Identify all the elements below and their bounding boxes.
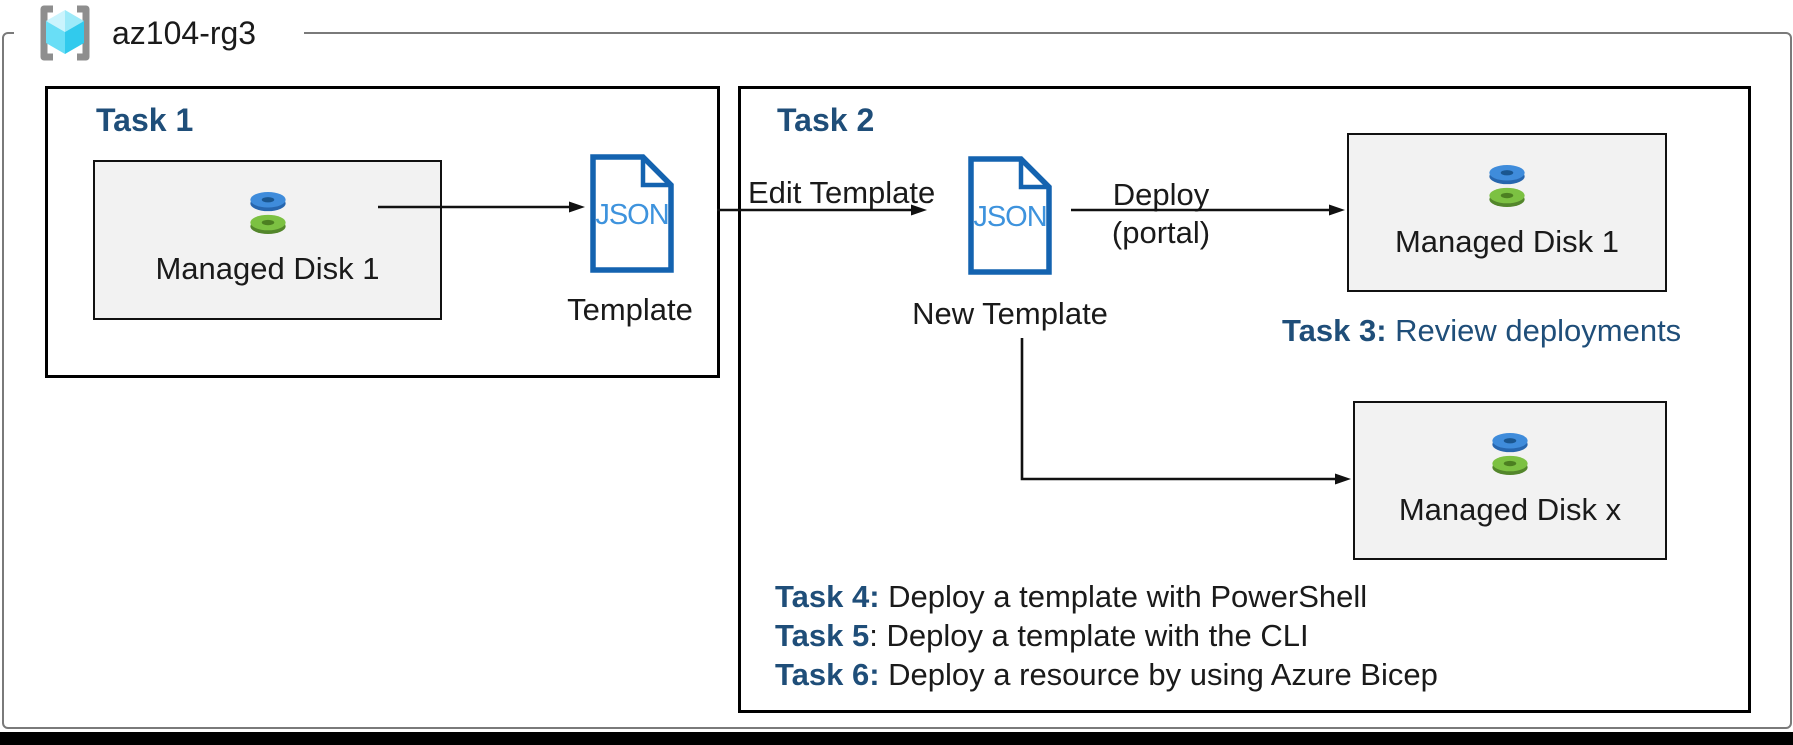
task4-text: Deploy a template with PowerShell <box>879 579 1368 614</box>
managed-disk-icon <box>1492 433 1528 475</box>
resource-group-boundary <box>2 32 1792 729</box>
json-file-label: JSON <box>973 201 1047 233</box>
task3-text: Review deployments <box>1386 313 1682 348</box>
managed-disk-icon <box>249 192 286 234</box>
task4-prefix: Task 4: <box>775 579 880 614</box>
deployed-managed-disk-1-box: Managed Disk 1 <box>1347 133 1667 292</box>
new-template-json-icon: JSON <box>965 155 1055 276</box>
managed-disk-1-label: Managed Disk 1 <box>155 251 380 286</box>
task5-prefix: Task 5 <box>775 618 870 653</box>
managed-disk-icon <box>1489 165 1525 207</box>
json-template-icon: JSON <box>587 153 677 274</box>
task-list-annotations: Task 4: Deploy a template with PowerShel… <box>775 577 1438 694</box>
resource-group-icon <box>40 5 90 61</box>
managed-disk-x-box: Managed Disk x <box>1353 401 1667 560</box>
new-template-label: New Template <box>912 296 1108 331</box>
task6-text: Deploy a resource by using Azure Bicep <box>879 657 1438 692</box>
deployed-managed-disk-1-label: Managed Disk 1 <box>1394 224 1619 259</box>
json-file-label: JSON <box>595 199 669 231</box>
task6-annotation: Task 6: Deploy a resource by using Azure… <box>775 655 1438 694</box>
deploy-portal-arrow-label: Deploy (portal) <box>1066 176 1256 252</box>
managed-disk-1-box: Managed Disk 1 <box>93 160 442 320</box>
edit-template-arrow-label: Edit Template <box>748 175 936 210</box>
task1-title: Task 1 <box>96 102 194 138</box>
task5-annotation: Task 5: Deploy a template with the CLI <box>775 616 1438 655</box>
template-label: Template <box>567 292 693 327</box>
task3-prefix: Task 3: <box>1282 313 1387 348</box>
deploy-label-line2: (portal) <box>1111 215 1211 250</box>
bottom-bar <box>0 732 1793 745</box>
task2-title: Task 2 <box>777 102 875 138</box>
task3-annotation: Task 3: Review deployments <box>1282 313 1681 349</box>
managed-disk-x-label: Managed Disk x <box>1398 492 1622 527</box>
task6-prefix: Task 6: <box>775 657 880 692</box>
resource-group-name: az104-rg3 <box>112 15 257 51</box>
task4-annotation: Task 4: Deploy a template with PowerShel… <box>775 577 1438 616</box>
task5-text: : Deploy a template with the CLI <box>869 618 1309 653</box>
deploy-label-line1: Deploy <box>1112 177 1210 212</box>
